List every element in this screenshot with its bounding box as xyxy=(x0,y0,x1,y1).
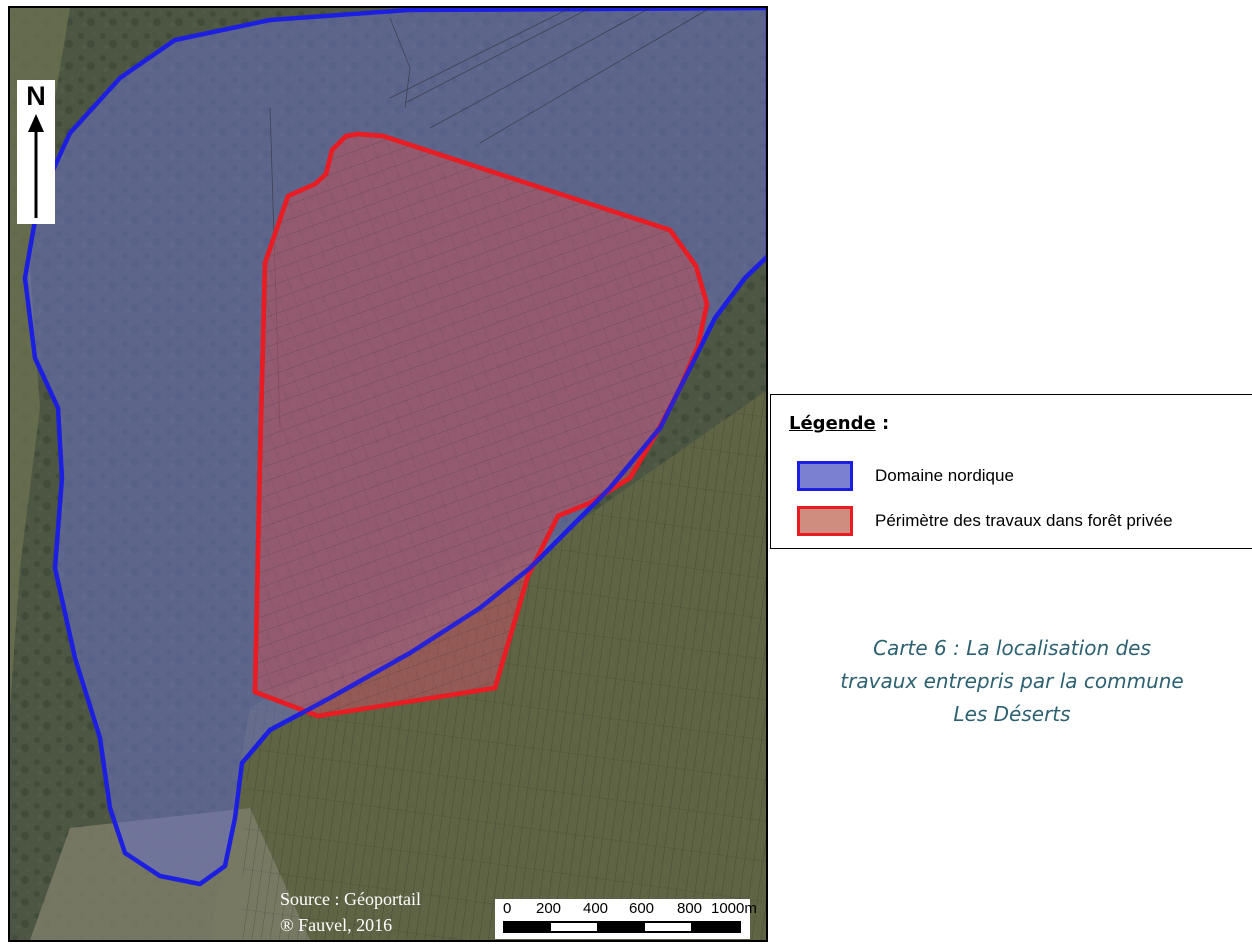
legend-title-text: Légende xyxy=(789,413,876,434)
scale-tick-label: 1000m xyxy=(711,900,757,917)
legend-item-domaine-nordique: Domaine nordique xyxy=(797,461,1237,493)
north-arrow: N xyxy=(17,80,55,224)
map-frame[interactable]: N Source : Géoportail ® Fauvel, 2016 0 20… xyxy=(8,6,768,942)
legend-title: Légende : xyxy=(789,413,889,434)
map-source: Source : Géoportail ® Fauvel, 2016 xyxy=(280,886,421,938)
perimetre-parcels xyxy=(255,134,707,716)
perimetre-outline xyxy=(252,131,710,719)
caption-line-1: Carte 6 : La localisation des xyxy=(873,636,1151,660)
caption-line-2: travaux entrepris par la commune xyxy=(840,669,1184,693)
legend-label-perimetre-travaux: Périmètre des travaux dans forêt privée xyxy=(875,511,1173,530)
legend-box: Légende : Domaine nordique Périmètre des… xyxy=(770,394,1252,549)
scale-tick-label: 0 xyxy=(503,900,512,917)
map-canvas[interactable] xyxy=(10,8,766,940)
caption-line-3: Les Déserts xyxy=(953,702,1071,726)
scale-bar-segment-1 xyxy=(551,923,597,931)
scale-tick-label: 400 xyxy=(583,900,609,917)
scale-tick-label: 600 xyxy=(629,900,655,917)
legend-swatch-domaine-nordique xyxy=(797,461,853,491)
legend-label-domaine-nordique: Domaine nordique xyxy=(875,466,1014,485)
source-line: Source : Géoportail xyxy=(280,889,421,909)
legend-title-suffix: : xyxy=(875,413,890,434)
scale-bar-icon: 0 200 400 600 800 1000m xyxy=(495,899,757,939)
north-arrow-icon xyxy=(28,114,44,218)
domaine-nordique-edge xyxy=(240,254,766,765)
map-caption: Carte 6 : La localisation des travaux en… xyxy=(772,632,1252,731)
legend-item-perimetre-travaux: Périmètre des travaux dans forêt privée xyxy=(797,506,1237,538)
scale-tick-label: 200 xyxy=(536,900,562,917)
scale-tick-label: 800 xyxy=(677,900,703,917)
scale-bar-black xyxy=(503,921,741,933)
scale-bar-segment-2 xyxy=(645,923,691,931)
copyright-line: ® Fauvel, 2016 xyxy=(280,915,393,935)
legend-swatch-perimetre-travaux xyxy=(797,506,853,536)
north-label: N xyxy=(26,81,46,111)
